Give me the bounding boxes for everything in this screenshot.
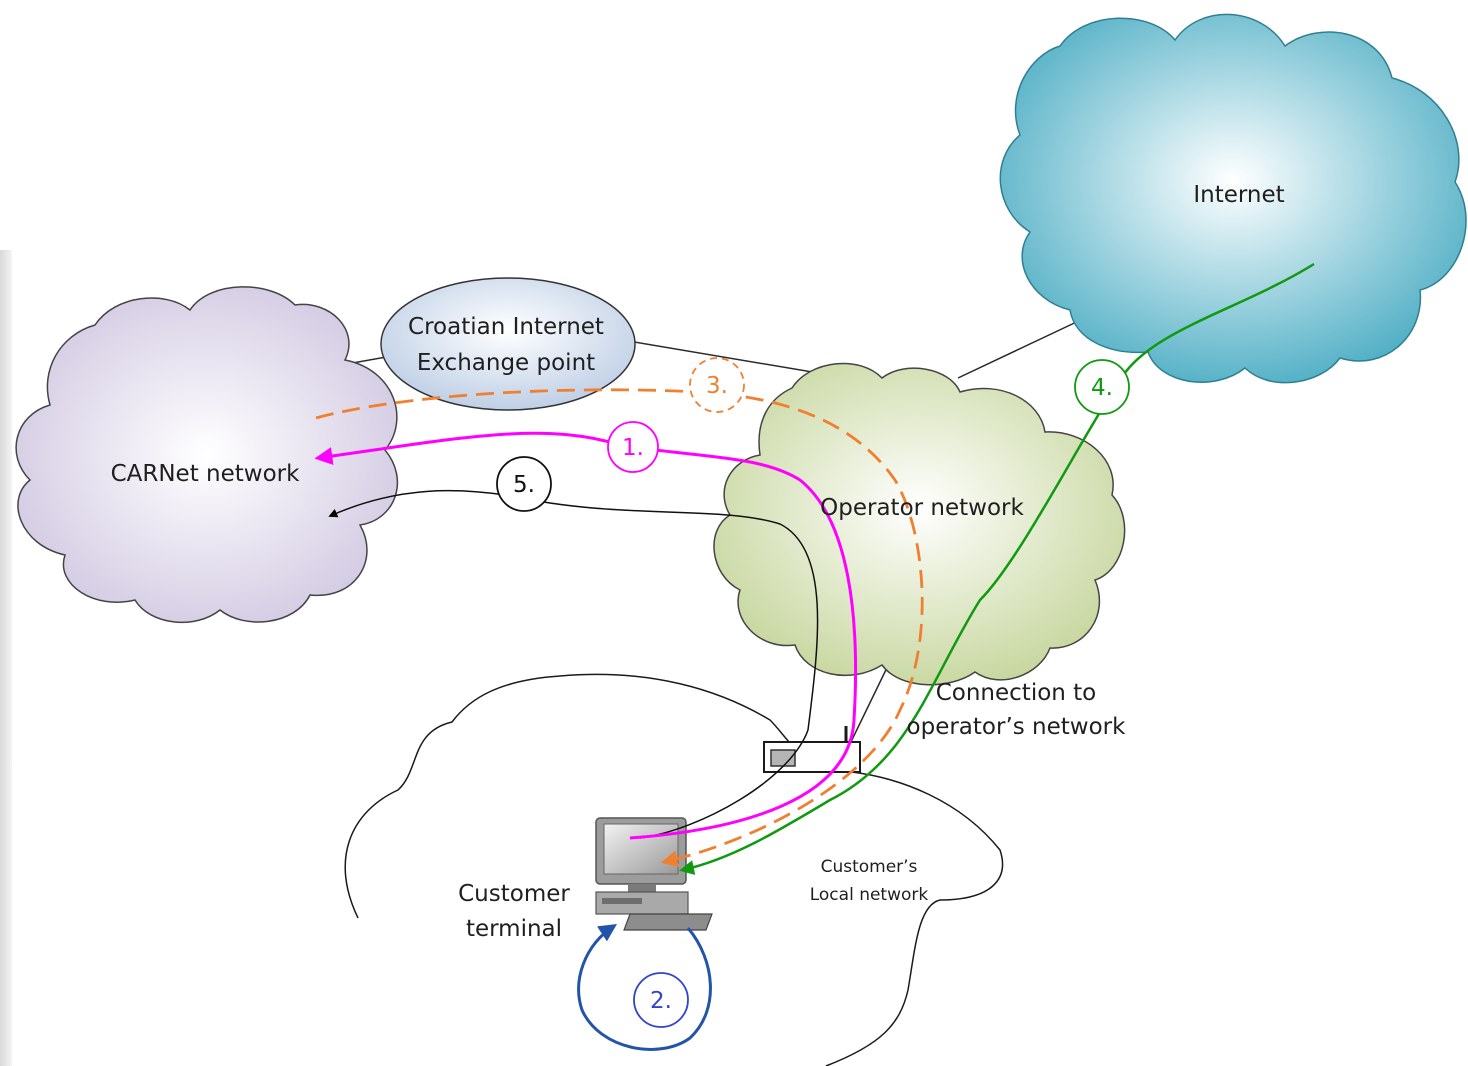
carnet-label: CARNet network — [111, 461, 301, 487]
operator-label: Operator network — [820, 495, 1024, 521]
ixp-label-line1: Croatian Internet — [408, 314, 604, 340]
customer-terminal-label-line1: Customer — [458, 881, 570, 907]
path-5-label: 5. — [513, 472, 535, 498]
path-5-line — [328, 489, 819, 731]
path-4-marker: 4. — [1074, 359, 1130, 415]
connection-label-line1: Connection to — [936, 680, 1097, 706]
path-2-line — [577, 924, 712, 1051]
local-network-label-line2: Local network — [810, 885, 929, 905]
customer-local-network-outline — [344, 673, 1004, 1066]
carnet-cloud — [15, 286, 399, 623]
ixp-label-line2: Exchange point — [417, 350, 595, 376]
path-3-label: 3. — [706, 373, 728, 399]
path-2-label: 2. — [650, 988, 672, 1014]
path-1-label: 1. — [622, 435, 644, 461]
path-3-line — [315, 388, 924, 868]
internet-cloud — [999, 13, 1467, 384]
customer-terminal-label-line2: terminal — [466, 916, 562, 942]
path-5-tail — [639, 729, 809, 839]
path-1-marker: 1. — [607, 421, 659, 473]
link-ixp-operator — [633, 341, 837, 377]
path-5-marker: 5. — [496, 456, 552, 512]
path-3-marker: 3. — [689, 357, 745, 413]
path-4-label: 4. — [1091, 375, 1113, 401]
local-network-label-line1: Customer’s — [821, 857, 918, 877]
connection-label-line2: operator’s network — [907, 714, 1127, 740]
path-1-line — [314, 431, 858, 840]
left-edge-strip — [0, 250, 12, 1066]
link-operator-internet — [957, 317, 1086, 379]
path-2-marker: 2. — [633, 972, 689, 1028]
path-4-line — [679, 262, 1315, 875]
internet-label: Internet — [1193, 182, 1284, 208]
ixp-ellipse — [380, 277, 636, 411]
